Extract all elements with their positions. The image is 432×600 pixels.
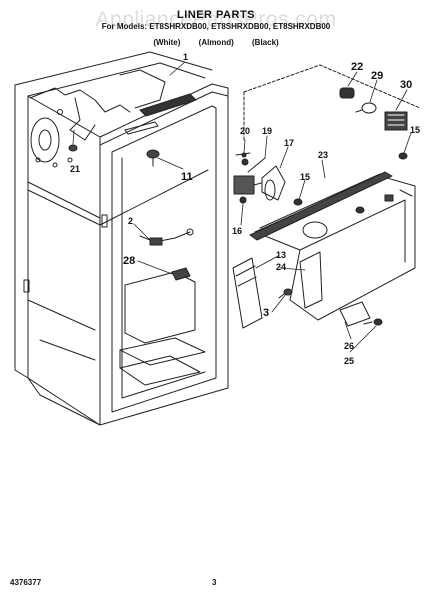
callout-30: 30 (400, 79, 412, 91)
callout-15-b: 15 (410, 125, 420, 135)
callout-3: 3 (263, 307, 269, 319)
color-white: (White) (153, 38, 181, 47)
callout-15-a: 15 (300, 172, 310, 182)
part-23-strip (249, 171, 393, 241)
model-list: For Models: ET8SHRXDB00, ET8SHRXDB00, ET… (101, 22, 331, 31)
part-3-screw (278, 288, 293, 299)
callout-numbers: 1 21 11 2 28 13 24 3 26 25 20 19 17 23 1… (70, 52, 420, 366)
callout-leaders (72, 61, 412, 353)
callout-16: 16 (232, 226, 242, 236)
part-26-plate (339, 301, 371, 327)
page-title: LINER PARTS (176, 9, 256, 21)
fan-motor-assembly (233, 152, 303, 206)
part-20-screw (68, 144, 78, 152)
callout-11: 11 (181, 171, 193, 183)
part-11-grommet (146, 149, 160, 167)
callout-21: 20 (240, 126, 250, 136)
callout-28: 28 (123, 255, 135, 267)
callout-29: 29 (371, 70, 383, 82)
callout-1: 1 (183, 52, 188, 62)
callout-25: 25 (344, 356, 354, 366)
callout-23: 23 (318, 150, 328, 160)
part-30-cover (384, 111, 408, 131)
liner-cabinet (14, 51, 229, 426)
part-28-block (171, 267, 191, 281)
part-13-sleeve (232, 257, 263, 329)
color-black: (Black) (252, 38, 279, 47)
callout-20: 21 (70, 164, 80, 174)
callout-26: 26 (344, 341, 354, 351)
callout-13: 13 (276, 250, 286, 260)
callout-2: 2 (128, 216, 133, 226)
part-22-socket (339, 87, 355, 99)
page-number: 3 (212, 578, 217, 587)
color-variants: (White) (Almond) (Black) (0, 38, 432, 47)
document-code: 4376377 (10, 578, 42, 587)
callout-24: 24 (276, 262, 286, 272)
part-29-bulb (355, 102, 377, 114)
part-25-screw (363, 318, 383, 326)
part-2-harness (139, 228, 194, 246)
color-almond: (Almond) (198, 38, 234, 47)
callout-22: 22 (351, 61, 363, 73)
callout-19: 19 (262, 126, 272, 136)
part-15-screws (355, 152, 408, 214)
callout-17: 17 (284, 138, 294, 148)
